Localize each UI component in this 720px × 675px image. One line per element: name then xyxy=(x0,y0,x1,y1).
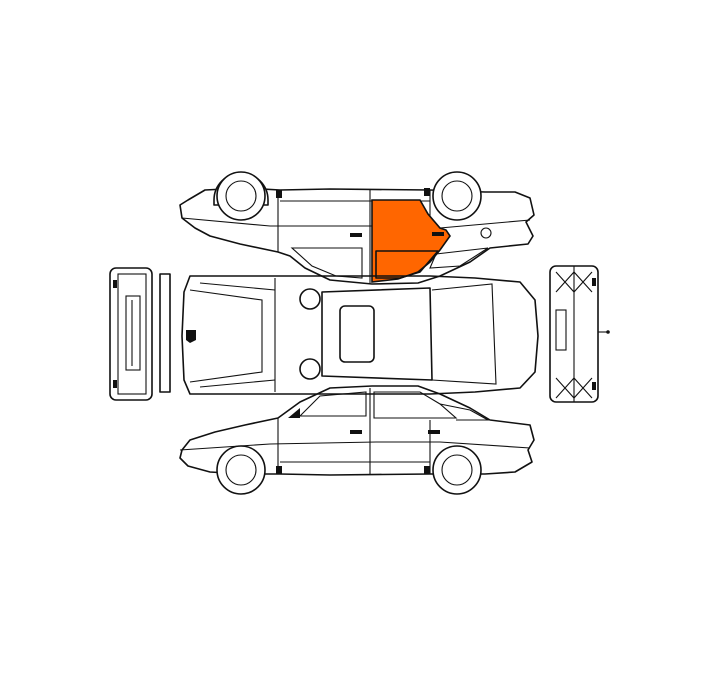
car-top-view xyxy=(181,275,539,395)
car-front-view xyxy=(109,267,171,401)
rear-right-door-panel[interactable] xyxy=(371,199,451,283)
left-front-wheel[interactable] xyxy=(216,445,266,495)
front-bumper[interactable] xyxy=(159,273,171,393)
car-left-side-view xyxy=(179,385,535,495)
car-right-side-view xyxy=(179,171,535,285)
sunroof[interactable] xyxy=(339,305,375,363)
front-wheel[interactable] xyxy=(216,171,266,221)
rear-wheel[interactable] xyxy=(432,171,482,221)
left-rear-wheel[interactable] xyxy=(432,445,482,495)
car-rear-view xyxy=(549,265,610,403)
